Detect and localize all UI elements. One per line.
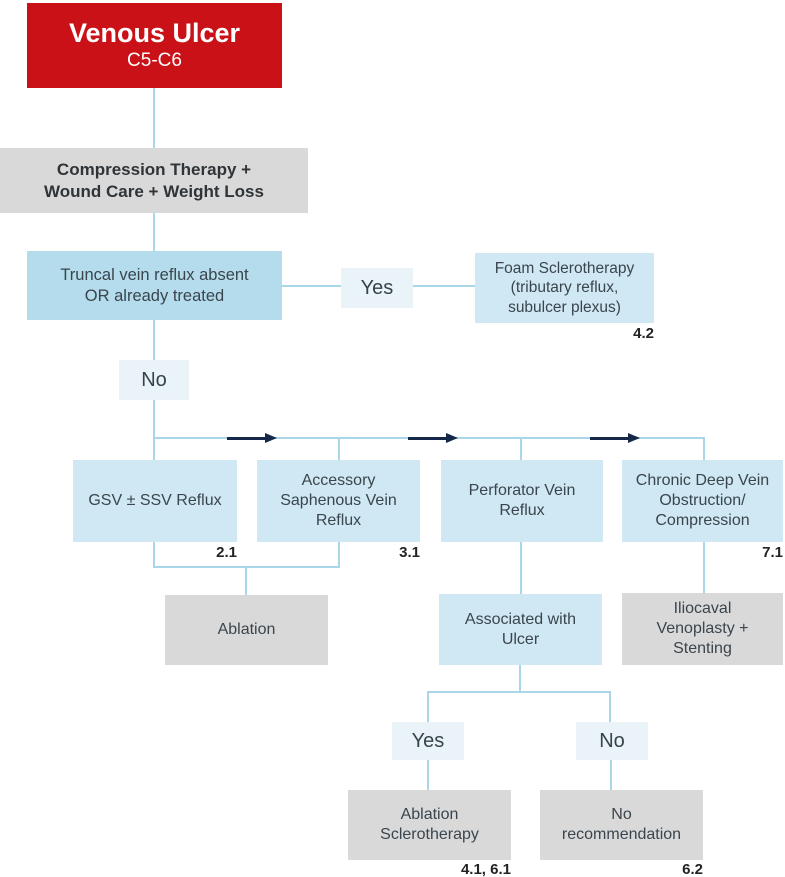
node-gsv-ssv-reflux: GSV ± SSV Reflux — [73, 460, 237, 542]
node-ablation-sclerotherapy: Ablation Sclerotherapy — [348, 790, 511, 860]
node-accessory-saphenous-reflux: Accessory Saphenous Vein Reflux — [257, 460, 420, 542]
arrow-shaft — [408, 436, 446, 440]
arrow-head — [628, 433, 640, 443]
connector-line — [427, 760, 429, 790]
node-no-recommendation: No recommendation — [540, 790, 703, 860]
node-label: Truncal vein reflux absent OR already tr… — [60, 265, 249, 305]
node-chronic-deep-vein-obstruction: Chronic Deep Vein Obstruction/ Compressi… — [622, 460, 783, 542]
ref-label-gsv: 2.1 — [216, 544, 237, 561]
ref-label-no-recommendation: 6.2 — [682, 861, 703, 877]
node-label: Ablation — [217, 621, 276, 638]
connector-line — [245, 566, 247, 595]
connector-line — [703, 541, 705, 593]
node-label: Yes — [411, 729, 445, 752]
arrow-right-icon — [590, 433, 640, 443]
node-label: Foam Sclerotherapy (tributary reflux, su… — [494, 259, 635, 316]
connector-line — [520, 437, 522, 460]
ref-label-chronic: 7.1 — [762, 544, 783, 561]
arrow-right-icon — [408, 433, 458, 443]
connector-line — [153, 542, 155, 568]
connector-line — [338, 542, 340, 568]
ref-label-ablation-sclerotherapy: 4.1, 6.1 — [460, 861, 511, 877]
node-foam-sclerotherapy: Foam Sclerotherapy (tributary reflux, su… — [475, 253, 654, 323]
arrow-head — [446, 433, 458, 443]
node-truncal-vein-reflux: Truncal vein reflux absent OR already tr… — [27, 251, 282, 320]
node-perforator-vein-reflux: Perforator Vein Reflux — [441, 460, 603, 542]
connector-line — [413, 285, 475, 287]
node-label: Iliocaval Venoplasty + Stenting — [656, 600, 749, 657]
node-ablation: Ablation — [165, 595, 328, 665]
node-iliocaval-venoplasty-stenting: Iliocaval Venoplasty + Stenting — [622, 593, 783, 665]
connector-line — [610, 760, 612, 790]
connector-line — [153, 213, 155, 251]
node-label: Yes — [360, 276, 394, 299]
title-subheading: C5-C6 — [127, 49, 182, 71]
connector-line — [520, 542, 522, 594]
arrow-shaft — [227, 436, 265, 440]
node-label: Chronic Deep Vein Obstruction/ Compressi… — [635, 472, 770, 529]
connector-line — [282, 285, 341, 287]
node-venous-ulcer-title: Venous Ulcer C5-C6 — [27, 3, 282, 88]
node-no-top: No — [119, 360, 189, 400]
connector-line — [427, 691, 611, 693]
connector-line — [338, 437, 340, 460]
node-label: No — [141, 368, 167, 391]
connector-line — [427, 691, 429, 722]
node-label: Associated with Ulcer — [464, 610, 577, 648]
ref-label-foam: 4.2 — [633, 325, 654, 342]
connector-line — [609, 691, 611, 722]
node-label: No — [599, 729, 625, 752]
connector-line — [153, 88, 155, 148]
node-label: Ablation Sclerotherapy — [380, 806, 479, 843]
node-yes-top: Yes — [341, 268, 413, 308]
node-compression-therapy: Compression Therapy + Wound Care + Weigh… — [0, 148, 308, 213]
node-label: Accessory Saphenous Vein Reflux — [280, 472, 397, 529]
node-label: Perforator Vein Reflux — [468, 482, 576, 519]
connector-line — [703, 437, 705, 460]
node-label: No recommendation — [561, 806, 682, 843]
ref-label-accessory: 3.1 — [399, 544, 420, 561]
arrow-shaft — [590, 436, 628, 440]
node-label: Compression Therapy + Wound Care + Weigh… — [44, 160, 264, 201]
node-associated-with-ulcer: Associated with Ulcer — [439, 594, 602, 665]
node-yes-bottom: Yes — [392, 722, 464, 760]
arrow-right-icon — [227, 433, 277, 443]
node-label: GSV ± SSV Reflux — [88, 492, 222, 509]
arrow-head — [265, 433, 277, 443]
connector-line — [519, 665, 521, 693]
node-no-bottom: No — [576, 722, 648, 760]
title-heading: Venous Ulcer — [68, 17, 241, 48]
